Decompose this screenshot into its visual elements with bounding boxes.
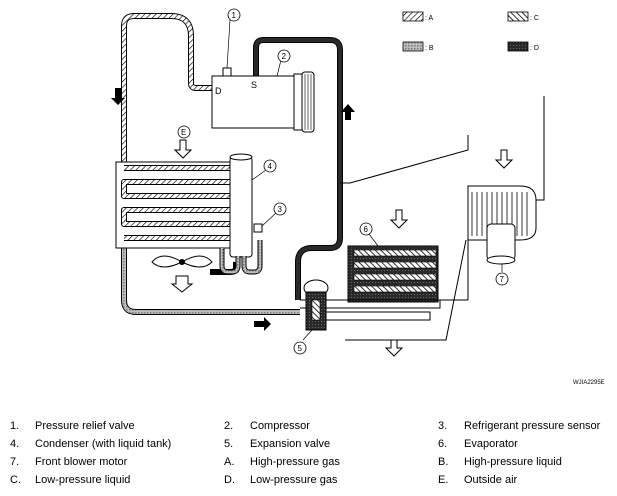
outside-air-marker xyxy=(177,125,191,139)
blower-housing xyxy=(467,96,545,265)
figure-code: WJIA2295E xyxy=(573,380,605,386)
key-text-6: Evaporator xyxy=(464,438,518,450)
key-text-4: Condenser (with liquid tank) xyxy=(35,438,172,450)
liquid-tank xyxy=(229,156,253,258)
condenser xyxy=(115,153,263,275)
key-text-2: Compressor xyxy=(250,420,310,432)
ac-refrigerant-diagram: : A : C : B : D D S xyxy=(111,8,605,386)
compressor-suction-label: S xyxy=(251,80,257,90)
key-text-b: High-pressure liquid xyxy=(464,456,562,468)
key-item-5: 5. xyxy=(224,438,234,450)
callout-3 xyxy=(273,202,287,216)
callouts: 1 2 3 4 5 6 7 E xyxy=(177,8,509,355)
svg-text:7: 7 xyxy=(500,275,505,284)
callout-4 xyxy=(263,159,277,173)
legend-label-b: : B xyxy=(425,45,434,52)
legend-swatch-b xyxy=(402,41,424,52)
key-item-6: 6. xyxy=(438,438,448,450)
key-text-d: Low-pressure gas xyxy=(250,474,338,486)
legend-label-c: : C xyxy=(530,15,539,22)
svg-text:E: E xyxy=(181,128,186,137)
key-item-3: 3. xyxy=(438,420,448,432)
key-text-a: High-pressure gas xyxy=(250,456,340,468)
expansion-valve xyxy=(303,279,329,331)
svg-text:4: 4 xyxy=(268,162,273,171)
key-text-e: Outside air xyxy=(464,474,518,486)
key-item-d: D. xyxy=(224,474,235,486)
airflow-arrow-icon xyxy=(173,139,514,357)
key-item-b: B. xyxy=(438,456,449,468)
legend-label-a: : A xyxy=(425,15,434,22)
compressor-discharge-label: D xyxy=(215,86,222,96)
callout-1 xyxy=(227,8,241,22)
key-item-7: 7. xyxy=(10,456,20,468)
callout-6 xyxy=(359,222,373,236)
callout-2 xyxy=(277,49,291,63)
legend-label-d: : D xyxy=(530,45,539,52)
key-text-3: Refrigerant pressure sensor xyxy=(464,420,601,432)
key-item-2: 2. xyxy=(224,420,234,432)
svg-text:3: 3 xyxy=(278,205,283,214)
key-text-c: Low-pressure liquid xyxy=(35,474,131,486)
high-pressure-liquid-pipe xyxy=(121,248,300,315)
refrigerant-pressure-sensor xyxy=(253,223,263,233)
callout-7 xyxy=(495,272,509,286)
key-item-c: C. xyxy=(10,474,21,486)
legend-swatch-c xyxy=(507,11,529,22)
high-pressure-gas-pipe xyxy=(121,13,214,165)
key-text-1: Pressure relief valve xyxy=(35,420,135,432)
key-item-e: E. xyxy=(438,474,449,486)
key-item-a: A. xyxy=(224,456,235,468)
key-item-1: 1. xyxy=(10,420,20,432)
svg-text:5: 5 xyxy=(298,344,303,353)
key-text-5: Expansion valve xyxy=(250,438,331,450)
right-arrow-icon xyxy=(254,317,271,331)
callout-5 xyxy=(293,341,307,355)
svg-text:2: 2 xyxy=(282,52,287,61)
flow-arrows xyxy=(111,88,355,331)
compressor: D S xyxy=(211,67,315,133)
svg-text:1: 1 xyxy=(232,11,237,20)
front-blower-motor xyxy=(486,223,516,261)
fan-icon xyxy=(151,255,213,293)
key-text-7: Front blower motor xyxy=(35,456,128,468)
legend-swatch-d xyxy=(507,41,529,52)
pressure-relief-valve xyxy=(222,67,232,77)
svg-text:6: 6 xyxy=(364,225,369,234)
key-item-4: 4. xyxy=(10,438,20,450)
down-arrow-icon xyxy=(111,88,125,105)
legend: : A : C : B : D xyxy=(402,11,539,52)
legend-swatch-a xyxy=(402,11,424,22)
up-arrow-icon xyxy=(341,104,355,120)
